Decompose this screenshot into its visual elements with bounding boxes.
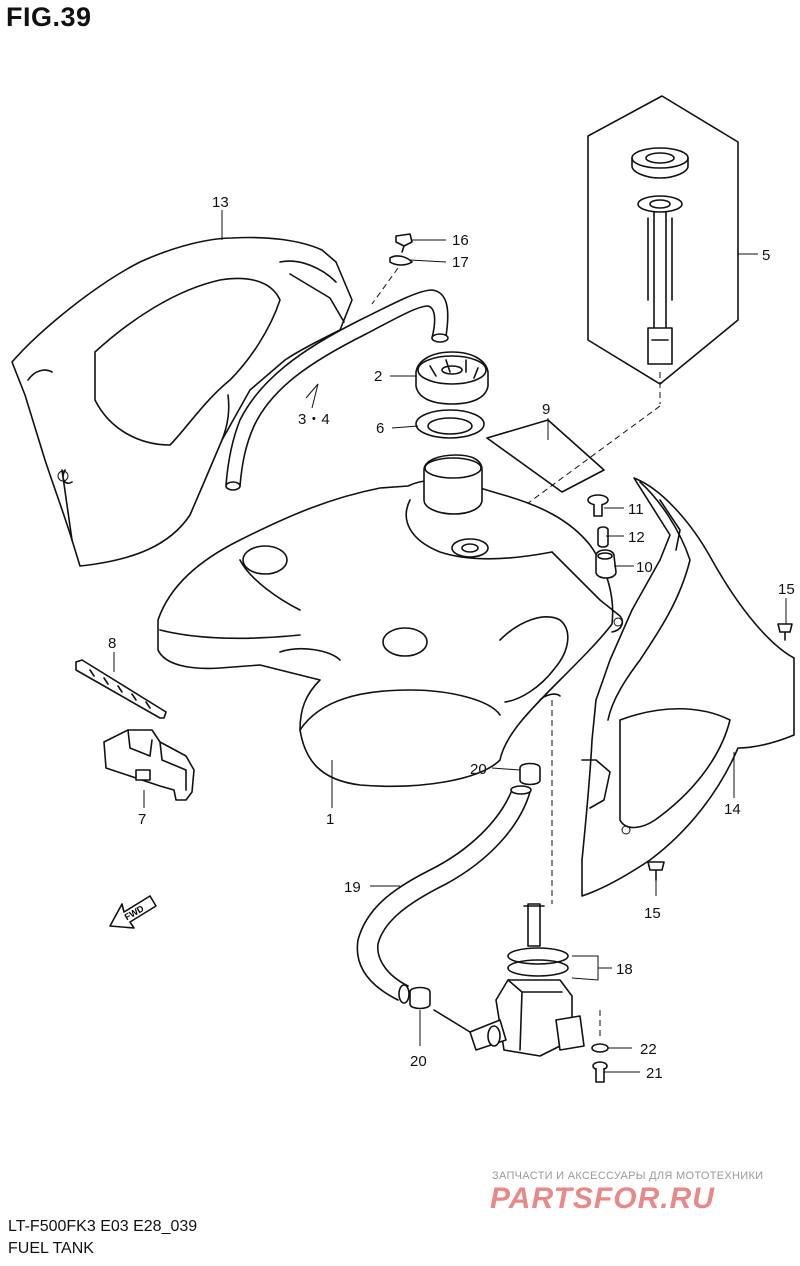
callout-2: 2 [374,368,382,385]
leader-lines [113,210,787,1073]
callout-10: 10 [636,559,653,576]
part-3-4-breather-hose [225,289,449,491]
part-13-left-side-cover [11,236,353,567]
part-9-label-sheet [486,419,605,493]
callout-9: 9 [542,401,550,418]
part-20-hose-clamp-upper [519,762,541,786]
watermark-logo: PARTSFOR.RU [490,1182,715,1215]
part-6-cap-gasket [415,409,485,439]
callout-11: 11 [628,501,644,518]
part-15-fastener-upper [777,623,793,641]
callout-5: 5 [762,247,770,264]
callout-12: 12 [628,529,645,546]
callout-16: 16 [452,232,469,249]
callout-labels: 13 16 17 2 3・4 6 9 5 11 12 10 15 8 7 1 2… [108,194,795,1082]
figure-title: FIG.39 [6,2,92,32]
callout-13: 13 [212,194,229,211]
part-21-screw [592,1061,608,1083]
callout-21: 21 [646,1065,663,1082]
part-7-bracket [103,729,195,801]
part-17-hose-clip [389,255,413,266]
part-15-fastener-lower [647,861,665,881]
part-14-right-side-cover [581,477,795,897]
watermark-tagline: ЗАПЧАСТИ И АКСЕССУАРЫ ДЛЯ МОТОТЕХНИКИ [492,1170,764,1182]
callout-17: 17 [452,254,469,271]
callout-1: 1 [326,811,334,828]
part-16-clip [395,233,413,253]
part-8-cable-tie [75,659,167,719]
callout-15-upper: 15 [778,581,795,598]
part-1-fuel-tank [157,454,624,788]
callout-14: 14 [724,801,741,818]
callout-6: 6 [376,420,384,437]
leader-16-17-assembly [371,267,399,305]
part-18-fuel-cock-valve [433,903,585,1057]
part-5-fuel-level-gauge-box [477,95,739,541]
part-10-rubber-cushion [595,549,617,579]
part-2-fuel-cap [415,351,489,405]
fwd-direction-arrow: FWD [109,895,157,929]
callout-15-lower: 15 [644,905,661,922]
callout-20-upper: 20 [470,761,487,778]
callout-3-4: 3・4 [298,411,330,428]
section-name: FUEL TANK [8,1240,94,1257]
callout-22: 22 [640,1041,657,1058]
callout-7: 7 [138,811,146,828]
model-code: LT-F500FK3 E03 E28_039 [8,1218,198,1235]
part-22-washer [591,1043,609,1053]
callout-18: 18 [616,961,633,978]
part-20-hose-clamp-lower [409,986,431,1010]
part-11-bolt [587,494,609,517]
part-19-fuel-hose [356,785,532,1004]
callout-19: 19 [344,879,361,896]
part-12-collar [597,526,609,548]
callout-20-lower: 20 [410,1053,427,1070]
callout-8: 8 [108,635,116,652]
